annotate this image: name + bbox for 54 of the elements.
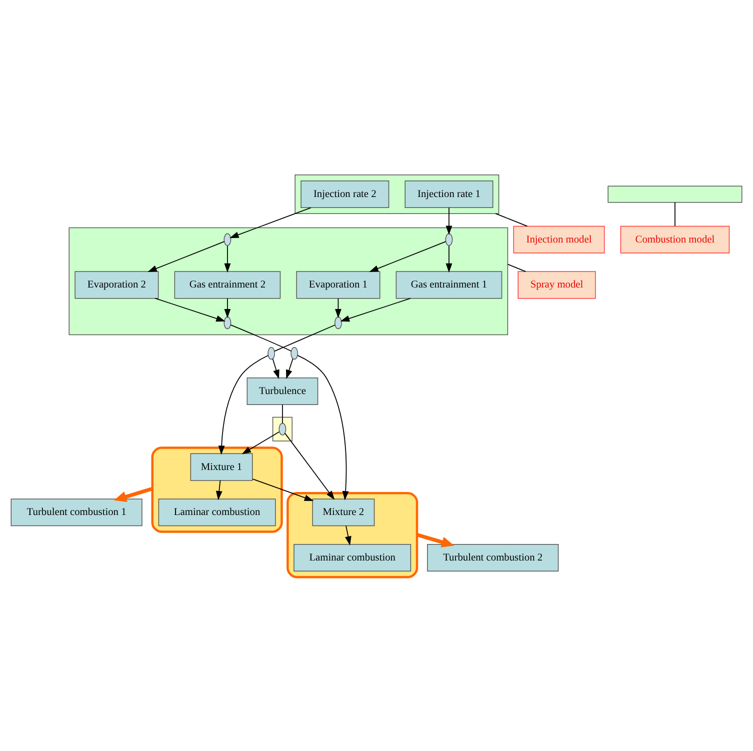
connector bbox=[674, 201, 676, 226]
cluster bbox=[68, 226, 508, 335]
connector bbox=[495, 212, 528, 226]
arrow bbox=[345, 524, 352, 546]
arrow bbox=[224, 297, 231, 318]
arrow bbox=[148, 240, 225, 272]
arrow bbox=[216, 480, 222, 500]
node-box: Evaporation 1 bbox=[296, 270, 380, 298]
arrow bbox=[286, 358, 294, 379]
arrow bbox=[340, 297, 411, 322]
node-box: Combustion model bbox=[620, 225, 730, 253]
node-box: Gas entrainment 2 bbox=[174, 270, 281, 298]
node-box: Turbulent combustion 1 bbox=[10, 498, 142, 526]
arrow bbox=[446, 244, 452, 272]
arrow bbox=[252, 478, 314, 500]
node-ellipse bbox=[290, 346, 298, 360]
arrow bbox=[446, 206, 452, 234]
arrow bbox=[154, 297, 226, 322]
node-box: Injection model bbox=[513, 225, 605, 253]
node-box: Spray model bbox=[518, 270, 596, 298]
node-box: Laminar combustion bbox=[294, 544, 412, 571]
arrow bbox=[224, 244, 231, 272]
arrow bbox=[218, 354, 268, 454]
connector bbox=[282, 404, 283, 424]
node-box: Laminar combustion bbox=[158, 498, 276, 526]
node-box: Mixture 2 bbox=[312, 498, 375, 526]
connector bbox=[274, 324, 336, 352]
node-ellipse bbox=[224, 316, 232, 329]
node-ellipse bbox=[445, 232, 453, 246]
connector bbox=[507, 263, 526, 272]
arrow bbox=[334, 297, 342, 318]
arrow bbox=[114, 486, 153, 502]
cluster bbox=[272, 416, 292, 441]
connector bbox=[230, 324, 292, 352]
node-box: Injection rate 1 bbox=[404, 180, 494, 208]
node-box: Turbulence bbox=[246, 376, 318, 404]
node-ellipse bbox=[224, 232, 232, 246]
node-ellipse bbox=[268, 346, 276, 360]
arrow bbox=[284, 432, 335, 500]
arrow bbox=[242, 430, 280, 454]
node-box: Gas entrainment 1 bbox=[396, 270, 502, 298]
node-box: Injection rate 2 bbox=[300, 180, 390, 208]
arrow bbox=[416, 532, 454, 547]
node-box: Evaporation 2 bbox=[74, 270, 159, 298]
arrow bbox=[369, 240, 446, 272]
node-box: Turbulent combustion 2 bbox=[427, 544, 559, 571]
arrow bbox=[272, 358, 280, 379]
arrow bbox=[297, 354, 349, 500]
node-box: Mixture 1 bbox=[190, 452, 253, 480]
node-ellipse bbox=[278, 422, 286, 435]
arrow bbox=[230, 206, 312, 238]
cluster bbox=[294, 174, 500, 214]
node-box bbox=[608, 185, 742, 202]
node-ellipse bbox=[334, 316, 342, 329]
